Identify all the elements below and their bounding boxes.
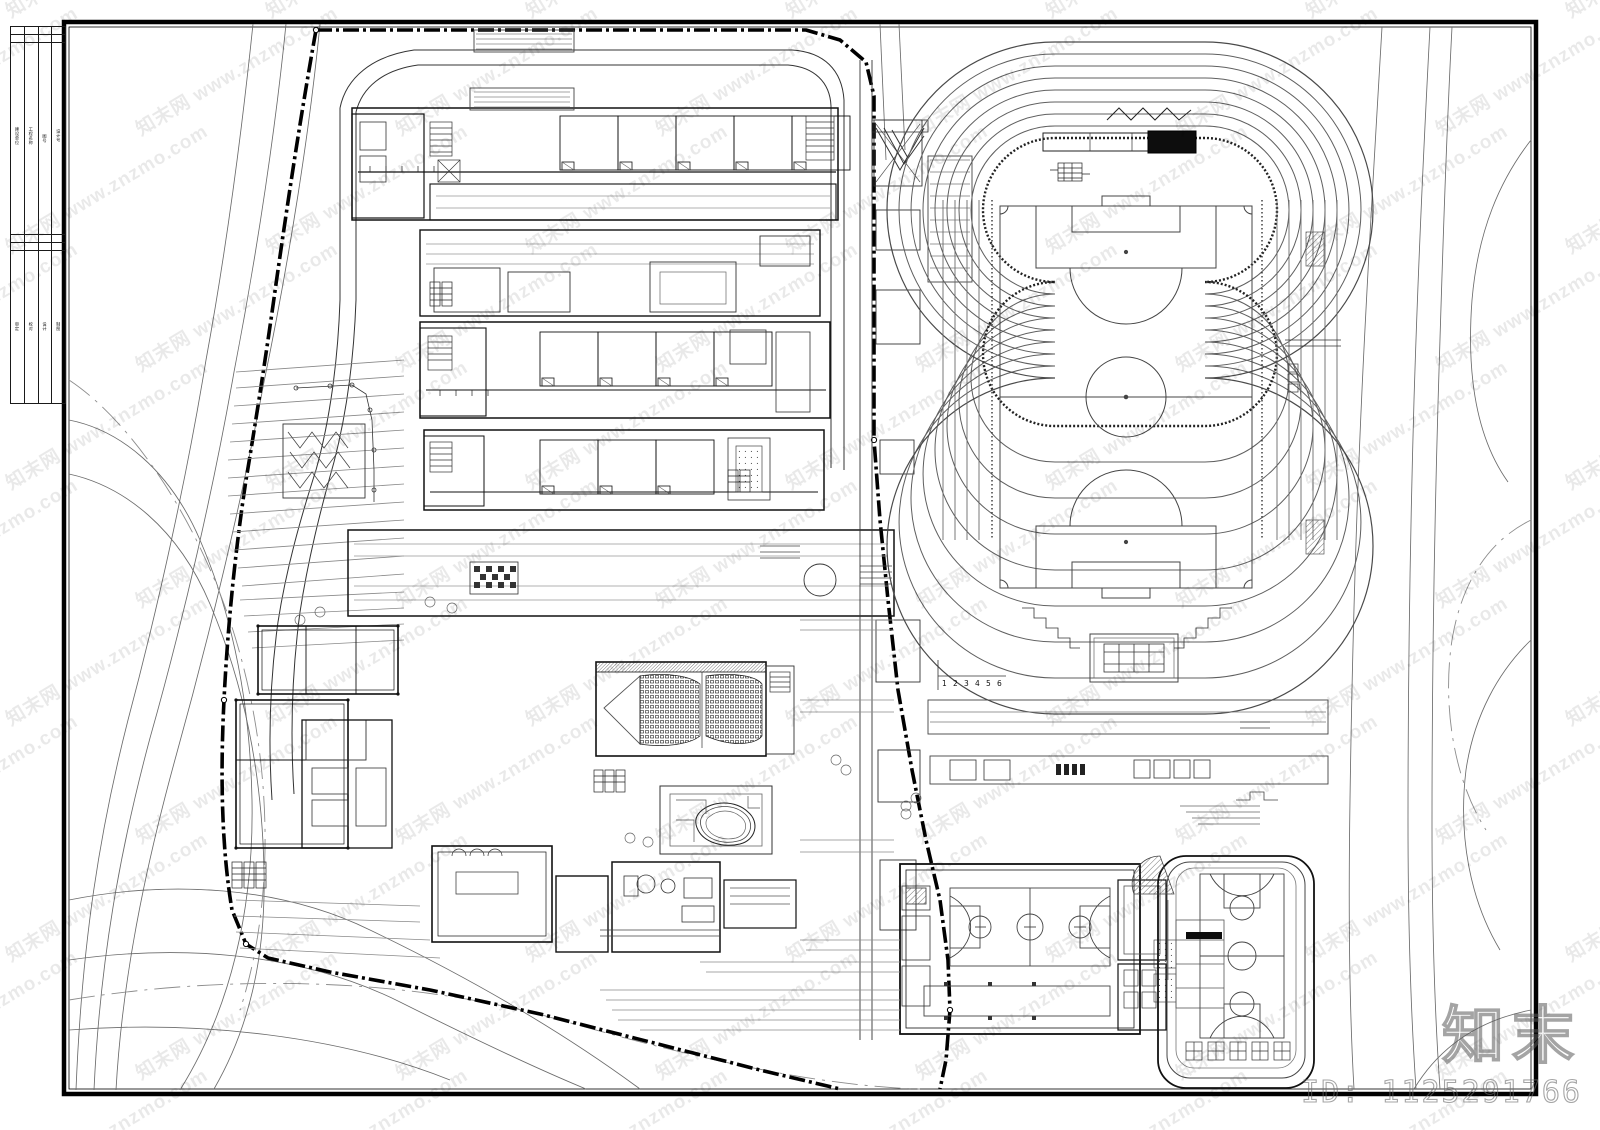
landscape-courtyard	[659, 785, 773, 855]
title-block-cell-3-2	[37, 234, 53, 244]
title-block-cell-2-0: 建设单位	[10, 42, 25, 236]
title-block-cell-4-0	[10, 242, 25, 252]
title-block-cell-4-3	[51, 242, 66, 252]
title-block-cell-0-1	[23, 25, 39, 36]
svg-text:1: 1	[942, 679, 947, 688]
title-block-cell-4-1	[23, 242, 39, 252]
title-block-cell-1-2	[37, 34, 53, 44]
svg-text:6: 6	[997, 679, 1002, 688]
title-block-row: 审定校对设计制图	[10, 250, 66, 404]
title-block-cell-3-3	[51, 234, 66, 244]
north-entry	[473, 29, 575, 53]
title-block-cell-5-1: 校对	[23, 250, 39, 404]
title-block-cell-3-1	[23, 234, 39, 244]
title-block-cell-5-0: 审定	[10, 250, 25, 404]
title-block-cell-3-0	[10, 234, 25, 244]
secondary-sports-hall	[1117, 879, 1177, 1031]
title-block-cell-1-0	[10, 34, 25, 44]
title-block-cell-1-3	[51, 34, 66, 44]
surrounding-roads	[68, 23, 1532, 1091]
laboratory-buildings	[234, 624, 400, 850]
indoor-basketball-court	[949, 887, 1111, 967]
road-centerlines	[68, 379, 1532, 1090]
svg-text:4: 4	[975, 679, 980, 688]
title-block-cell-2-3: 设计号	[51, 42, 66, 236]
planting-symbols	[294, 596, 922, 848]
title-block-cell-0-3	[51, 25, 66, 36]
central-plaza-corridor	[347, 529, 895, 617]
title-block-text: 工程名称	[28, 127, 34, 146]
title-block-text: 审定	[15, 322, 20, 332]
teaching-building-row4	[423, 429, 825, 511]
landscape-pond	[695, 802, 756, 846]
title-block-cell-5-2: 设计	[37, 250, 53, 404]
campus-internal-roads	[269, 49, 845, 801]
title-block-row	[10, 34, 66, 44]
title-block-cell-2-2: 图号	[37, 42, 53, 236]
soccer-field	[999, 195, 1253, 599]
title-block-row: 建设单位 工程名称 图号 设计号	[10, 42, 66, 236]
title-block-text: 设计	[42, 322, 48, 332]
east-service-spine	[859, 60, 923, 1040]
title-block-cell-2-1: 工程名称	[23, 42, 39, 236]
sheet-border	[61, 19, 1539, 1097]
south-buildings	[431, 845, 797, 953]
indoor-gymnasium	[899, 863, 1141, 1035]
title-block-cell-0-0	[10, 25, 25, 36]
outdoor-sports-enclosure	[1131, 855, 1315, 1089]
title-block-cell-5-3: 制图	[51, 250, 66, 404]
title-block-text: 制图	[56, 322, 62, 332]
svg-text:3: 3	[964, 679, 969, 688]
title-block-text: 校对	[28, 322, 34, 332]
auditorium	[595, 661, 795, 757]
track-fence	[991, 200, 1263, 540]
svg-text:5: 5	[986, 679, 991, 688]
teaching-building-middle	[419, 229, 821, 317]
title-block-cell-0-2	[37, 25, 53, 36]
title-block-row	[10, 242, 66, 252]
bike-parking	[231, 281, 751, 889]
infield-equipment	[1042, 107, 1197, 182]
south-plaza-paving	[600, 939, 900, 1031]
title-block-cell-1-1	[23, 34, 39, 44]
track-south-service-strip	[927, 699, 1329, 825]
infield-tennis-court	[1022, 607, 1232, 683]
title-block-text: 设计号	[56, 129, 62, 143]
site-boundary	[220, 26, 954, 1091]
stadium-stands-west	[871, 119, 973, 283]
title-block-text: 图号	[42, 133, 48, 143]
teaching-building-south	[419, 321, 831, 419]
outdoor-basketball-court	[1199, 873, 1285, 1039]
title-block-text: 建设单位	[15, 127, 20, 146]
drawing-title-block: 建设单位 工程名称 图号 设计号审定校对设计制图	[10, 25, 66, 404]
east-paths	[800, 619, 894, 853]
title-block-row	[10, 234, 66, 244]
teaching-building-north	[351, 87, 851, 221]
corridor-band-north	[429, 183, 837, 221]
stepped-terraces	[227, 359, 405, 649]
svg-text:2: 2	[953, 679, 958, 688]
west-plaza-paving	[233, 899, 441, 959]
title-block-row	[10, 25, 66, 36]
title-block-cell-4-2	[37, 242, 53, 252]
